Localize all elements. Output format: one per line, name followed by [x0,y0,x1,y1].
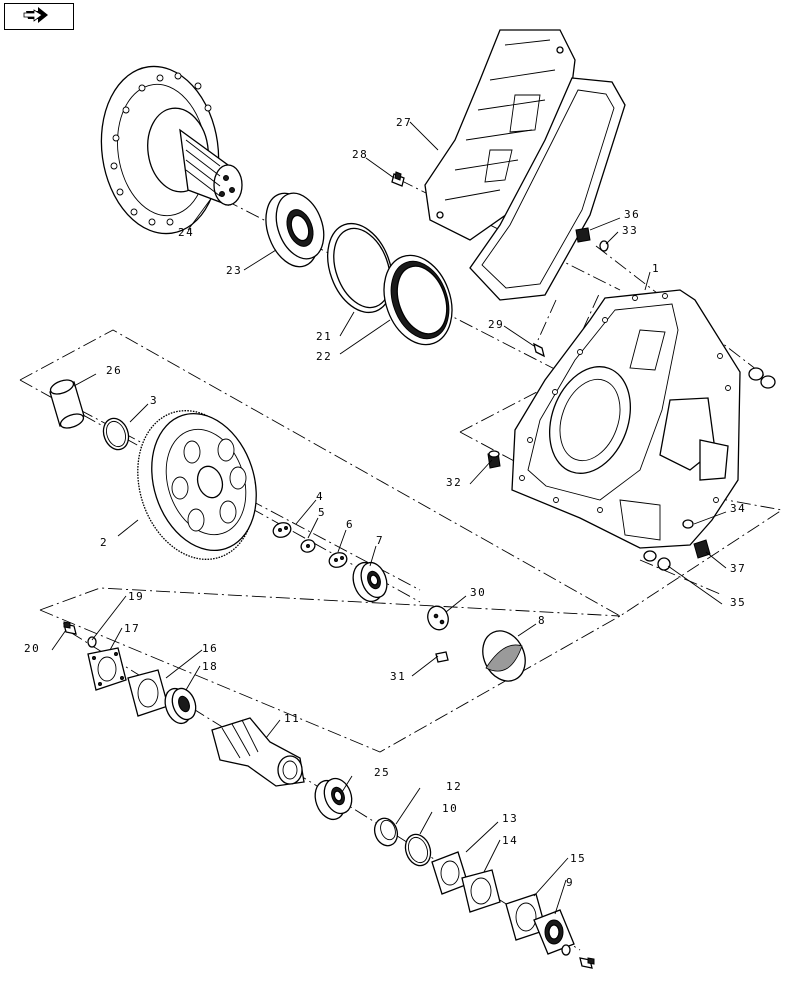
hub-flange [100,65,243,235]
shim-5 [300,539,316,553]
main-housing-1 [511,289,741,549]
callout-13: 13 [502,812,518,825]
callout-27: 27 [396,116,412,129]
shim-6 [328,552,348,568]
callout-7: 7 [376,534,384,547]
callout-22: 22 [316,350,332,363]
callout-4: 4 [316,490,324,503]
callout-35: 35 [730,596,746,609]
plug-37 [693,539,711,559]
callout-33: 33 [622,224,638,237]
callout-36: 36 [624,208,640,221]
callout-21: 21 [316,330,332,343]
callout-34: 34 [730,502,746,515]
gasket-27 [469,77,626,301]
callout-15: 15 [570,852,586,865]
callout-24: 24 [178,226,194,239]
plate-8 [482,630,526,682]
ring-21 [327,222,393,314]
bearing-7 [352,561,388,603]
bolt-9 [561,944,595,969]
callout-5: 5 [318,506,326,519]
callout-37: 37 [730,562,746,575]
callout-9: 9 [566,876,574,889]
bearing-25 [314,777,353,821]
bearing-18 [164,687,197,725]
snap-ring-3 [102,417,130,451]
washer-34 [682,519,694,529]
callout-19: 19 [128,590,144,603]
callout-3: 3 [150,394,158,407]
callout-8: 8 [538,614,546,627]
cover-16 [127,669,169,717]
callout-16: 16 [202,642,218,655]
callout-30: 30 [470,586,486,599]
bearing-cup-12 [373,817,399,847]
bushing-26 [49,379,85,429]
callout-2: 2 [100,536,108,549]
pin-29 [533,342,545,358]
callout-25: 25 [374,766,390,779]
callout-11: 11 [284,712,300,725]
fitting-36 [575,227,591,243]
plug-35 [643,550,671,571]
callout-20: 20 [24,642,40,655]
callout-18: 18 [202,660,218,673]
pinion-shaft-11 [211,717,305,787]
callout-1: 1 [652,262,660,275]
callout-labels: 1 2 3 4 5 6 7 8 9 10 11 12 13 14 15 16 1… [24,116,746,889]
cover-9 [533,909,575,955]
bolt-20 [63,621,77,635]
callout-14: 14 [502,834,518,847]
callout-23: 23 [226,264,242,277]
large-gear-2 [137,410,257,560]
bolt-28 [391,171,405,187]
shim-13 [431,851,469,895]
bearing-23 [265,192,325,268]
seal-22 [383,254,453,346]
snap-ring-10 [404,833,432,867]
washer-19 [87,636,97,648]
callout-26: 26 [106,364,122,377]
callout-29: 29 [488,318,504,331]
washer-33 [599,240,609,252]
gasket-14 [461,869,501,913]
next-page-button[interactable] [4,3,74,30]
gasket-17 [87,647,127,691]
leader-lines [51,121,727,915]
next-page-arrow-icon [23,7,48,23]
callout-6: 6 [346,518,354,531]
shim-4 [272,522,292,538]
callout-10: 10 [442,802,458,815]
plug-32 [487,450,501,469]
cap-30 [427,605,449,631]
housing-cover-27 [424,29,576,241]
callout-28: 28 [352,148,368,161]
plug-33-right [748,367,776,389]
callout-32: 32 [446,476,462,489]
pin-31 [435,651,449,663]
callout-17: 17 [124,622,140,635]
callout-31: 31 [390,670,406,683]
callout-12: 12 [446,780,462,793]
